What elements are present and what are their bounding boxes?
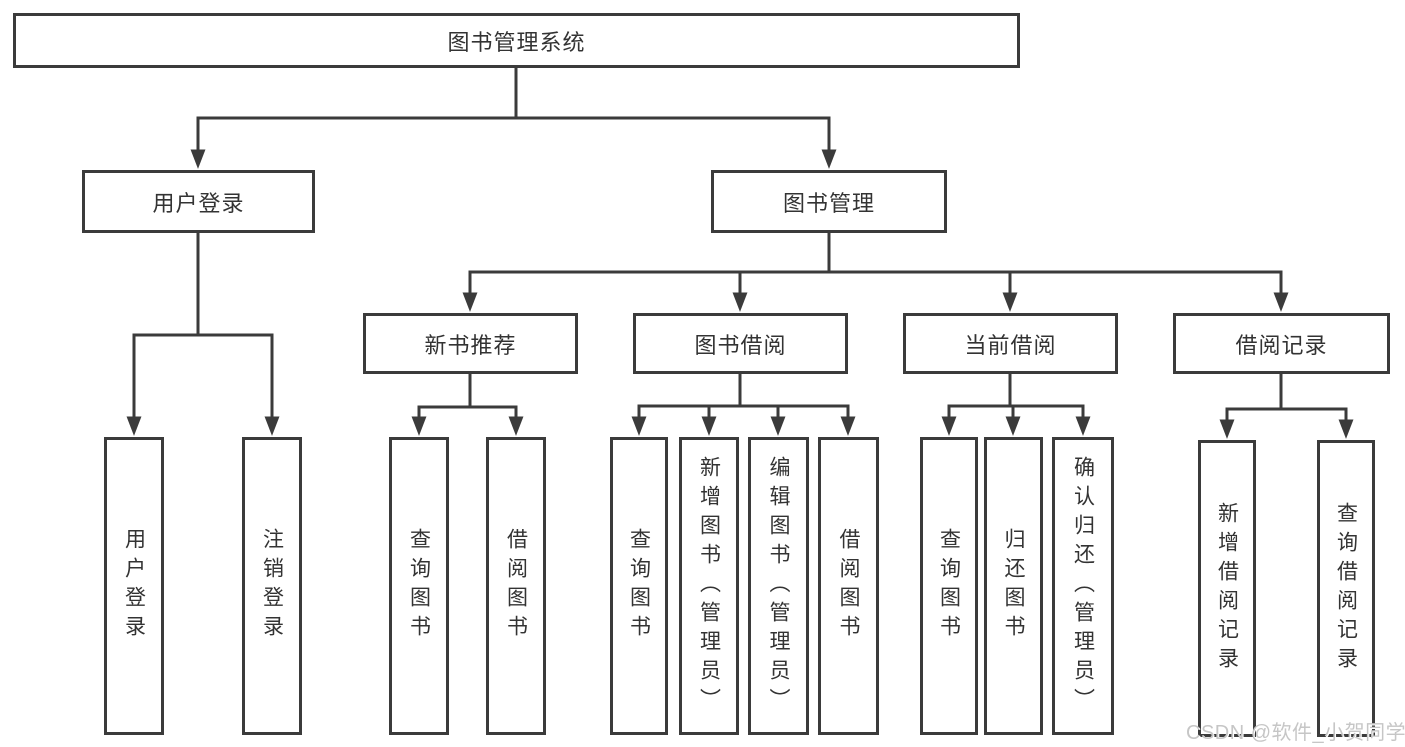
leaf-query-books-borrowing-label: 查询图书: [627, 528, 651, 644]
leaf-query-books-recommend: 查询图书: [389, 437, 449, 735]
node-root-label: 图书管理系统: [447, 29, 586, 55]
leaf-borrow-books-recommend: 借阅图书: [486, 437, 546, 735]
node-borrowing-records: 借阅记录: [1173, 313, 1390, 374]
leaf-user-login-label: 用户登录: [122, 528, 146, 644]
node-book-management: 图书管理: [711, 170, 947, 233]
node-book-borrowing-label: 图书借阅: [694, 332, 787, 358]
leaf-query-books-recommend-label: 查询图书: [407, 528, 431, 644]
node-book-borrowing: 图书借阅: [633, 313, 848, 374]
node-new-book-recommend-label: 新书推荐: [424, 332, 517, 358]
leaf-edit-books-admin-label: 编辑图书（管理员）: [767, 455, 790, 717]
leaf-query-books-borrowing: 查询图书: [610, 437, 668, 735]
leaf-query-borrow-record: 查询借阅记录: [1317, 440, 1375, 737]
leaf-confirm-return-admin-label: 确认归还（管理员）: [1071, 455, 1095, 717]
leaf-borrow-books: 借阅图书: [818, 437, 879, 735]
leaf-return-books-label: 归还图书: [1002, 528, 1025, 644]
leaf-query-books-current-label: 查询图书: [937, 528, 961, 644]
node-current-borrowing: 当前借阅: [903, 313, 1118, 374]
leaf-query-borrow-record-label: 查询借阅记录: [1334, 501, 1358, 676]
leaf-add-books-admin-label: 新增图书（管理员）: [697, 455, 721, 717]
leaf-add-borrow-record: 新增借阅记录: [1198, 440, 1256, 737]
leaf-borrow-books-label: 借阅图书: [837, 528, 860, 644]
leaf-add-borrow-record-label: 新增借阅记录: [1215, 501, 1239, 676]
node-borrowing-records-label: 借阅记录: [1235, 332, 1328, 358]
leaf-confirm-return-admin: 确认归还（管理员）: [1052, 437, 1114, 735]
leaf-return-books: 归还图书: [984, 437, 1043, 735]
leaf-borrow-books-recommend-label: 借阅图书: [504, 528, 528, 644]
node-user-login: 用户登录: [82, 170, 315, 233]
leaf-add-books-admin: 新增图书（管理员）: [679, 437, 739, 735]
leaf-edit-books-admin: 编辑图书（管理员）: [748, 437, 809, 735]
node-new-book-recommend: 新书推荐: [363, 313, 578, 374]
node-book-management-label: 图书管理: [782, 190, 875, 216]
csdn-watermark: CSDN @软件_小贺同学: [1186, 722, 1405, 744]
leaf-query-books-current: 查询图书: [920, 437, 978, 735]
leaf-logout: 注销登录: [242, 437, 302, 735]
node-root: 图书管理系统: [13, 13, 1020, 68]
leaf-user-login: 用户登录: [104, 437, 164, 735]
node-user-login-label: 用户登录: [152, 190, 245, 216]
node-current-borrowing-label: 当前借阅: [964, 332, 1057, 358]
leaf-logout-label: 注销登录: [260, 528, 284, 644]
